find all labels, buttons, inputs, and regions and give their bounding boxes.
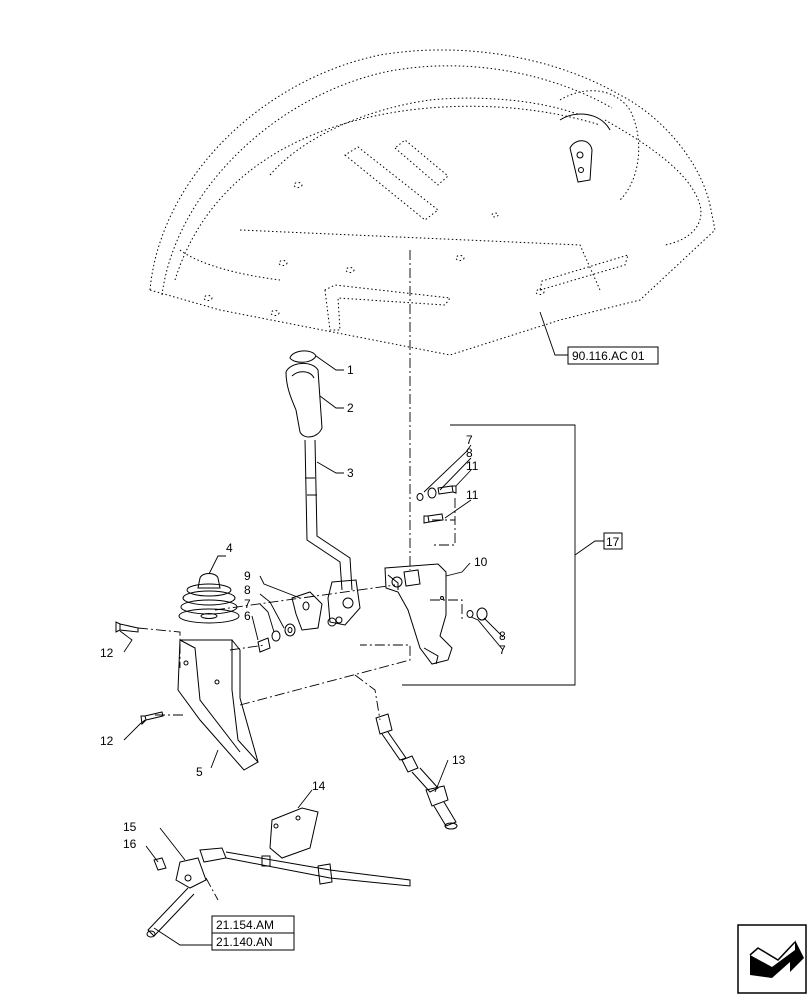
callout-12-lower: 12 — [100, 734, 114, 748]
lever-small-parts — [257, 591, 337, 653]
callout-10: 10 — [474, 555, 488, 569]
ref-seat-link[interactable]: 90.116.AC 01 — [567, 346, 659, 365]
ref-21-140-an-label: 21.140.AN — [216, 935, 273, 949]
callout-17-box: 17 — [603, 532, 623, 550]
callout-8-right: 8 — [499, 629, 506, 643]
next-page-arrow-icon[interactable] — [737, 924, 807, 994]
ref-21-154-am-link[interactable]: 21.154.AM — [211, 915, 295, 934]
callout-7-right: 7 — [499, 643, 506, 657]
callout-16: 16 — [123, 837, 137, 851]
ref-21-140-an-link[interactable]: 21.140.AN — [211, 932, 295, 951]
callout-12-upper: 12 — [100, 646, 114, 660]
callout-7-left: 7 — [244, 597, 251, 611]
callout-8-left: 8 — [244, 583, 251, 597]
callout-labels: 1 2 3 4 5 6 7 8 9 10 7 8 11 11 8 7 12 12… — [100, 363, 506, 851]
shift-cable-13 — [375, 713, 458, 830]
callout-11-top: 11 — [466, 459, 479, 473]
callout-15: 15 — [123, 820, 137, 834]
lever-rod — [304, 439, 343, 591]
rubber-boot — [178, 573, 240, 624]
upper-fasteners — [416, 485, 488, 621]
callout-5: 5 — [196, 765, 203, 779]
yoke-15 — [175, 857, 207, 889]
nut-6 — [257, 637, 271, 653]
callout-2: 2 — [347, 401, 354, 415]
callout-11-mid: 11 — [466, 488, 479, 502]
leader-lines — [119, 311, 568, 946]
pin-16 — [153, 857, 167, 871]
callout-13: 13 — [452, 753, 466, 767]
group-17-bracket — [402, 424, 576, 686]
callout-1: 1 — [347, 363, 354, 377]
callout-8-top: 8 — [466, 446, 473, 460]
callout-6: 6 — [244, 609, 251, 623]
lower-cable-assembly — [146, 807, 411, 938]
callout-3: 3 — [347, 466, 354, 480]
ref-seat-label: 90.116.AC 01 — [572, 349, 645, 363]
washer-7 — [271, 630, 281, 642]
ref-21-154-am-label: 21.154.AM — [216, 918, 274, 932]
gear-lever-assembly — [285, 350, 361, 626]
callout-17: 17 — [606, 535, 620, 549]
centerlines — [137, 250, 463, 721]
bolts-12 — [115, 621, 164, 726]
callout-14: 14 — [312, 779, 326, 793]
seat-platform-phantom — [149, 49, 716, 356]
callout-7-top: 7 — [466, 433, 473, 447]
knob — [285, 363, 323, 438]
support-bracket — [177, 639, 259, 771]
knob-cap — [289, 350, 317, 363]
cable-clip-14 — [269, 807, 319, 859]
callout-4: 4 — [226, 541, 233, 555]
shift-mechanism — [384, 563, 453, 665]
lever-cover — [291, 591, 323, 631]
callout-9: 9 — [244, 569, 251, 583]
washer-8 — [284, 623, 296, 637]
